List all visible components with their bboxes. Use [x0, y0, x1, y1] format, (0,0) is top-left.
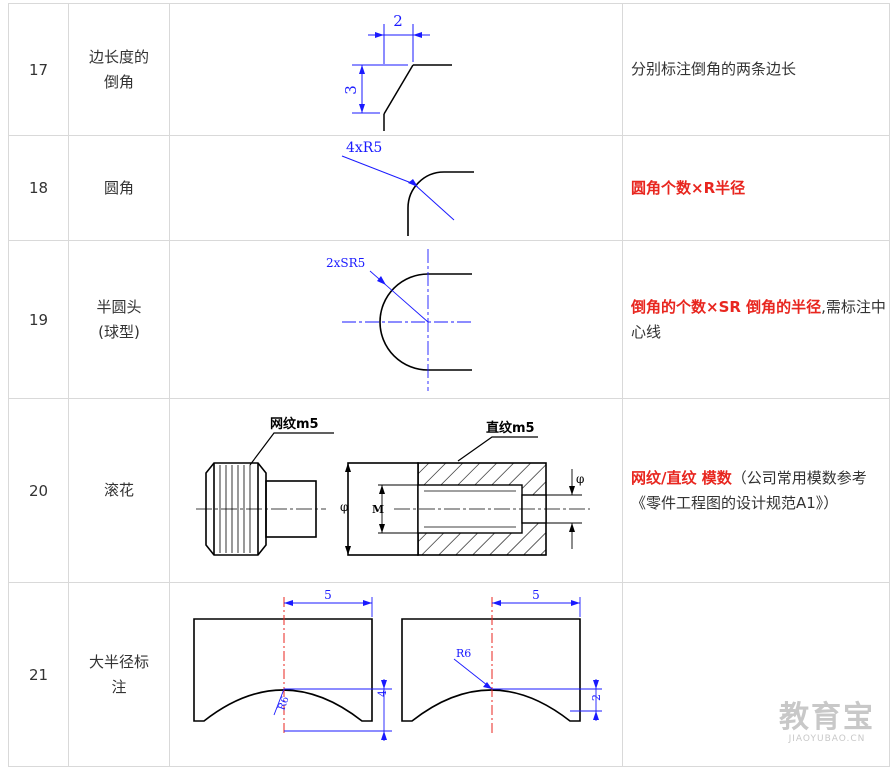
row-description: 网纹/直纹 模数（公司常用模数参考《零件工程图的设计规范A1》）: [622, 398, 890, 583]
dim-label: 5: [324, 588, 332, 602]
row-number: 18: [8, 135, 69, 241]
dim-label: 4xR5: [346, 140, 382, 156]
dim-label: R6: [456, 647, 471, 660]
chamfer-drawing: 2 3: [342, 12, 452, 131]
row-number: 21: [8, 582, 69, 767]
dim-label: 2: [590, 694, 603, 701]
large-radius-figure: 5 R6 4: [169, 582, 623, 767]
row-number: 20: [8, 398, 69, 583]
large-radius-drawing: 5 R6 4: [193, 588, 603, 741]
table-row: 17 边长度的 倒角: [8, 3, 890, 136]
knurling-figure: 网纹m5: [169, 398, 623, 583]
knurl-label: 网纹m5: [270, 416, 319, 432]
ball-end-figure: 2xSR5: [169, 240, 623, 399]
knurling-drawing: 网纹m5: [196, 416, 590, 556]
dim-label: 2xSR5: [326, 256, 365, 270]
row-description: 倒角的个数×SR 倒角的半径,需标注中心线: [622, 240, 890, 399]
dim-label: φ: [340, 500, 348, 514]
row-description: 圆角个数×R半径: [622, 135, 890, 241]
row-description: 分别标注倒角的两条边长: [622, 3, 890, 136]
watermark: 教育宝 JIAOYUBAO.CN: [779, 700, 875, 745]
table-row: 21 大半径标 注: [8, 582, 890, 767]
dim-label: 2: [393, 12, 403, 30]
table-row: 19 半圆头 (球型) 2xSR5 倒角的个数×SR 倒角的半径,需标注中心线: [8, 240, 890, 399]
dim-label: 5: [532, 588, 540, 602]
row-name: 滚花: [68, 398, 170, 583]
dim-label: R6: [276, 695, 291, 712]
dim-label: 3: [342, 85, 360, 95]
row-description: [622, 582, 890, 767]
chamfer-figure: 2 3: [169, 3, 623, 136]
reference-table: 17 边长度的 倒角: [8, 3, 890, 767]
ball-end-drawing: 2xSR5: [326, 249, 472, 391]
fillet-drawing: 4xR5: [341, 140, 474, 236]
row-name: 半圆头 (球型): [68, 240, 170, 399]
row-number: 17: [8, 3, 69, 136]
row-name: 圆角: [68, 135, 170, 241]
dim-label: M: [372, 503, 384, 516]
dim-label: φ: [576, 472, 584, 486]
fillet-figure: 4xR5: [169, 135, 623, 241]
knurl-label: 直纹m5: [486, 420, 535, 436]
row-name: 边长度的 倒角: [68, 3, 170, 136]
dim-label: 4: [376, 690, 389, 697]
row-name: 大半径标 注: [68, 582, 170, 767]
row-number: 19: [8, 240, 69, 399]
table-row: 18 圆角 4xR5 圆角个数×R半径: [8, 135, 890, 241]
table-row: 20 滚花: [8, 398, 890, 583]
